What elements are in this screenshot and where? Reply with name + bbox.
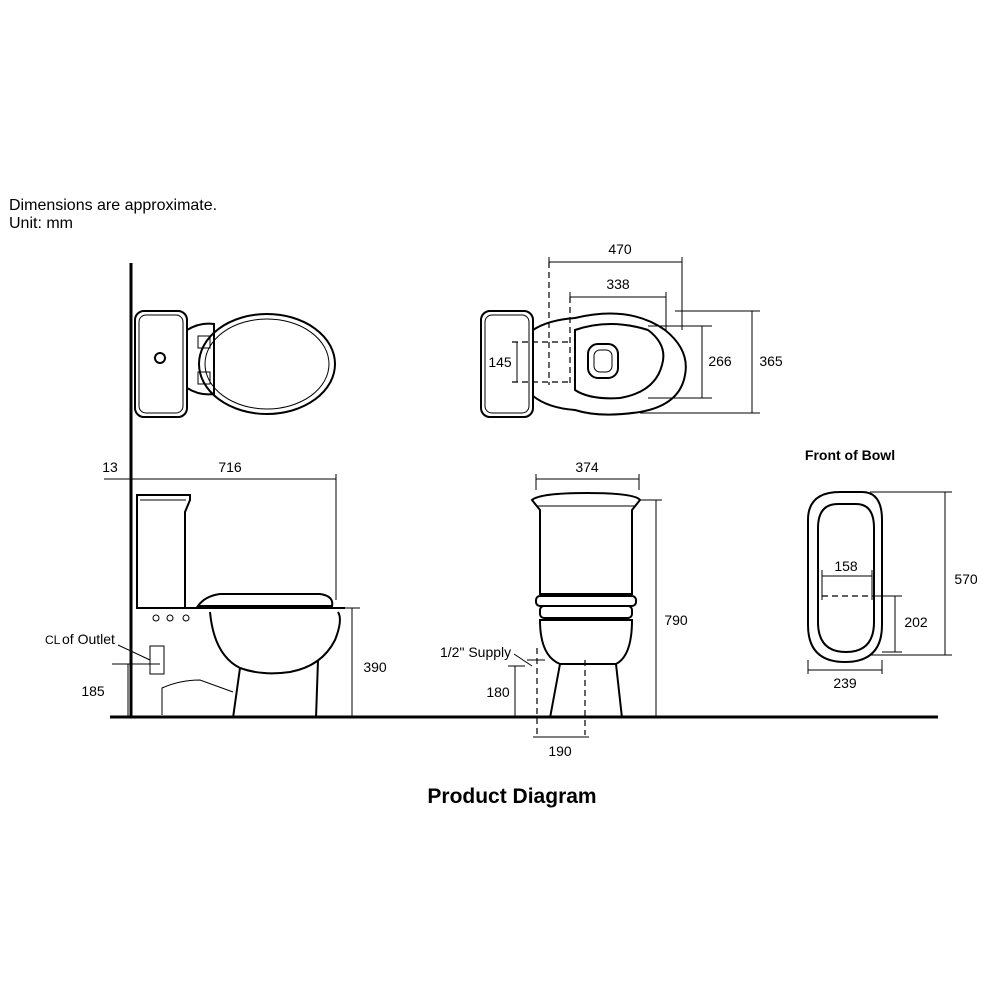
note-unit: Unit: mm bbox=[9, 215, 73, 232]
outlet-side bbox=[149, 645, 165, 675]
top-view-right: 470 338 145 266 365 bbox=[480, 241, 783, 418]
dim-390: 390 bbox=[363, 659, 387, 675]
tank-top-inner bbox=[138, 314, 184, 414]
bowl-side bbox=[209, 611, 341, 675]
dim-180: 180 bbox=[486, 684, 510, 700]
bowl-front bbox=[538, 619, 634, 665]
side-view: 13 716 CL of Outlet 185 390 bbox=[45, 459, 387, 719]
bowl-drain-top bbox=[587, 343, 619, 379]
dim-190: 190 bbox=[548, 743, 572, 759]
front-of-bowl-view: Front of Bowl 158 202 570 239 bbox=[805, 447, 978, 691]
note-approximate: Dimensions are approximate. bbox=[9, 197, 218, 214]
front-of-bowl-label: Front of Bowl bbox=[805, 447, 895, 463]
tank-side bbox=[136, 494, 191, 609]
outlet-cl-symbol: CL bbox=[45, 633, 61, 647]
bowl-outline-top bbox=[532, 312, 687, 416]
dim-374: 374 bbox=[575, 459, 599, 475]
pedestal-front bbox=[549, 663, 623, 719]
front-view: 374 1/2" Supply 180 190 790 bbox=[440, 459, 688, 759]
bowl-front-outline bbox=[807, 491, 883, 664]
dim-185: 185 bbox=[81, 683, 105, 699]
bowl-rim-top bbox=[574, 323, 665, 400]
dim-13: 13 bbox=[102, 459, 118, 475]
dim-239: 239 bbox=[833, 675, 857, 691]
top-view-left bbox=[134, 310, 336, 418]
dim-365: 365 bbox=[759, 353, 783, 369]
outlet-leader bbox=[117, 644, 151, 661]
tank-top-right-inner bbox=[484, 314, 530, 414]
tank-top bbox=[134, 310, 188, 418]
outlet-label: of Outlet bbox=[62, 631, 115, 647]
dim-716: 716 bbox=[218, 459, 242, 475]
diagram-caption: Product Diagram bbox=[427, 785, 596, 808]
seat-lid-inner bbox=[204, 318, 330, 410]
dim-202: 202 bbox=[904, 614, 928, 630]
seat-lid-top bbox=[198, 313, 336, 415]
supply-leader bbox=[513, 653, 533, 667]
lid-front bbox=[539, 605, 633, 619]
seat-hinge-area bbox=[186, 322, 215, 396]
dim-470: 470 bbox=[608, 241, 632, 257]
seat-front bbox=[535, 595, 637, 607]
bowl-drain-top-inner bbox=[593, 349, 613, 373]
bowl-pedestal-side bbox=[232, 659, 319, 719]
dim-158: 158 bbox=[834, 558, 858, 574]
flush-button-icon bbox=[154, 352, 166, 364]
dim-266: 266 bbox=[708, 353, 732, 369]
hinge-upper bbox=[197, 335, 211, 349]
dim-338: 338 bbox=[606, 276, 630, 292]
dim-145: 145 bbox=[488, 354, 512, 370]
tank-top-right bbox=[480, 310, 534, 418]
supply-label: 1/2" Supply bbox=[440, 644, 511, 660]
bowl-front-inner bbox=[817, 503, 875, 654]
dim-570: 570 bbox=[954, 571, 978, 587]
dim-790: 790 bbox=[664, 612, 688, 628]
tank-front bbox=[530, 491, 642, 595]
seat-side bbox=[196, 593, 334, 607]
